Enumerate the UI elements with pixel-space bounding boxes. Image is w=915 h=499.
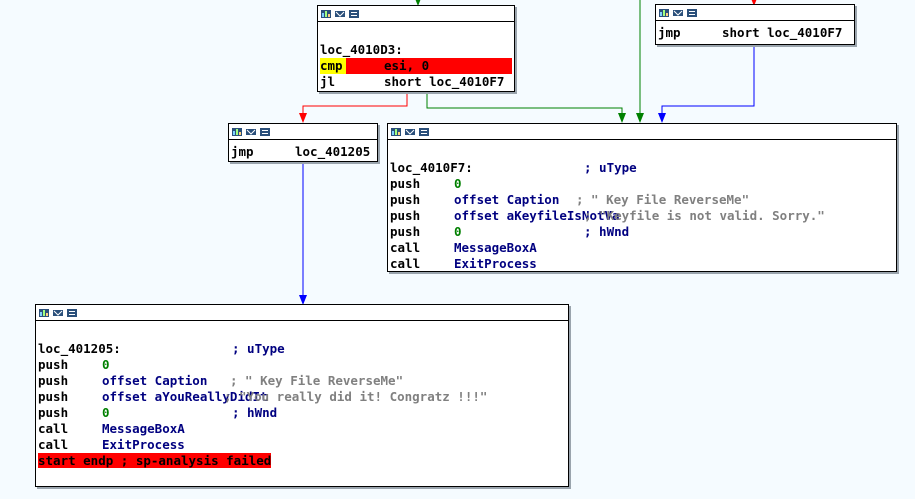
node-jmp-top[interactable]: jmp short loc_4010F7 [655,4,855,45]
jmp-mnemonic: jmp [658,25,681,40]
jmp-operands: loc_401205 [295,144,371,159]
graph-list-icon[interactable] [687,8,697,17]
graph-rename-icon[interactable] [246,128,256,136]
fail-label: loc_4010F7: [390,160,473,175]
graph-rename-icon[interactable] [673,9,683,17]
jl-mnemonic: jl [320,74,336,89]
node-header [229,124,377,140]
jl-operands: short loc_4010F7 [384,74,505,89]
edge-jl-false [299,92,408,123]
node-header [318,6,514,22]
fail-label-line[interactable]: loc_4010F7: ; uType [390,160,894,176]
jmp-mnemonic: jmp [231,144,254,159]
graph-color-icon[interactable] [321,9,331,18]
success-endp-line[interactable]: start endp ; sp-analysis failed [38,453,566,469]
node-header [388,124,896,140]
cmp-mnemonic: cmp [320,58,346,74]
graph-rename-icon[interactable] [405,128,415,136]
graph-color-icon[interactable] [232,127,242,136]
cmp-operands: esi, 0 [384,58,430,73]
node-jmp-left[interactable]: jmp loc_401205 [228,123,378,162]
graph-rename-icon[interactable] [335,10,345,18]
endp-highlight: start endp ; sp-analysis failed [38,453,272,468]
jmp-left-instruction[interactable]: jmp loc_401205 [231,144,375,160]
graph-list-icon[interactable] [419,127,429,136]
success-label-line[interactable]: loc_401205: ; uType [38,341,566,357]
graph-list-icon[interactable] [349,9,359,18]
jl-instruction[interactable]: jl short loc_4010F7 [320,74,512,90]
cmp-block-label[interactable]: loc_4010D3: [320,42,403,57]
graph-list-icon[interactable] [260,127,270,136]
graph-rename-icon[interactable] [53,309,63,317]
graph-list-icon[interactable] [67,308,77,317]
fail-label-comment: ; uType [584,160,637,175]
graph-color-icon[interactable] [39,308,49,317]
edge-jmp-top [658,44,755,123]
success-label: loc_401205: [38,341,121,356]
success-label-comment: ; uType [232,341,285,356]
graph-color-icon[interactable] [391,127,401,136]
node-header [656,5,854,21]
node-header [36,305,568,321]
graph-color-icon[interactable] [659,8,669,17]
cmp-instruction[interactable]: cmp esi, 0 [320,58,512,74]
node-cmp-block[interactable]: loc_4010D3: cmp esi, 0 jl short loc_4010F7 [317,5,515,92]
jmp-top-instruction[interactable]: jmp short loc_4010F7 [658,25,852,41]
edge-jl-true [426,92,626,123]
jmp-operands: short loc_4010F7 [722,25,843,40]
